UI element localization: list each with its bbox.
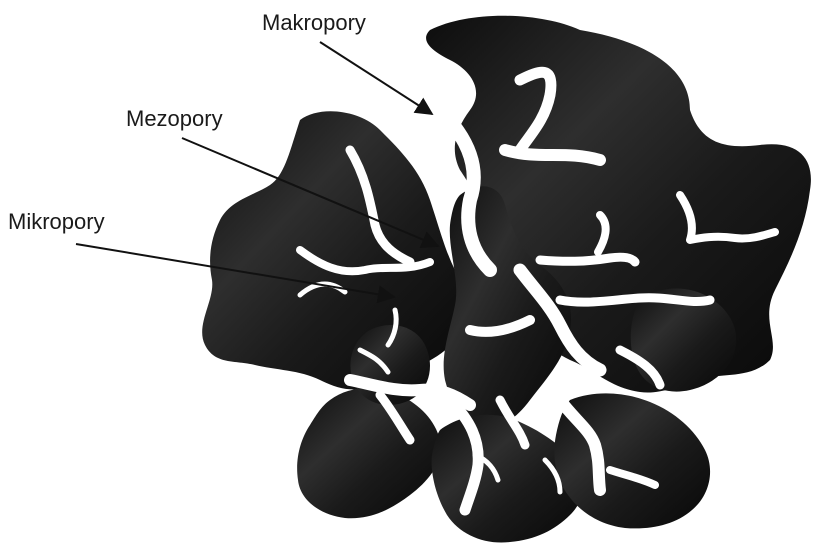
grain xyxy=(202,111,466,389)
particle-grains xyxy=(202,16,811,543)
label-micropores: Mikropory xyxy=(8,211,105,233)
grain xyxy=(297,388,441,518)
macropore-arrow xyxy=(320,42,432,114)
label-macropores: Makropory xyxy=(262,12,366,34)
mesopore xyxy=(540,257,635,262)
label-mesopores: Mezopory xyxy=(126,108,223,130)
mesopore xyxy=(560,298,710,302)
